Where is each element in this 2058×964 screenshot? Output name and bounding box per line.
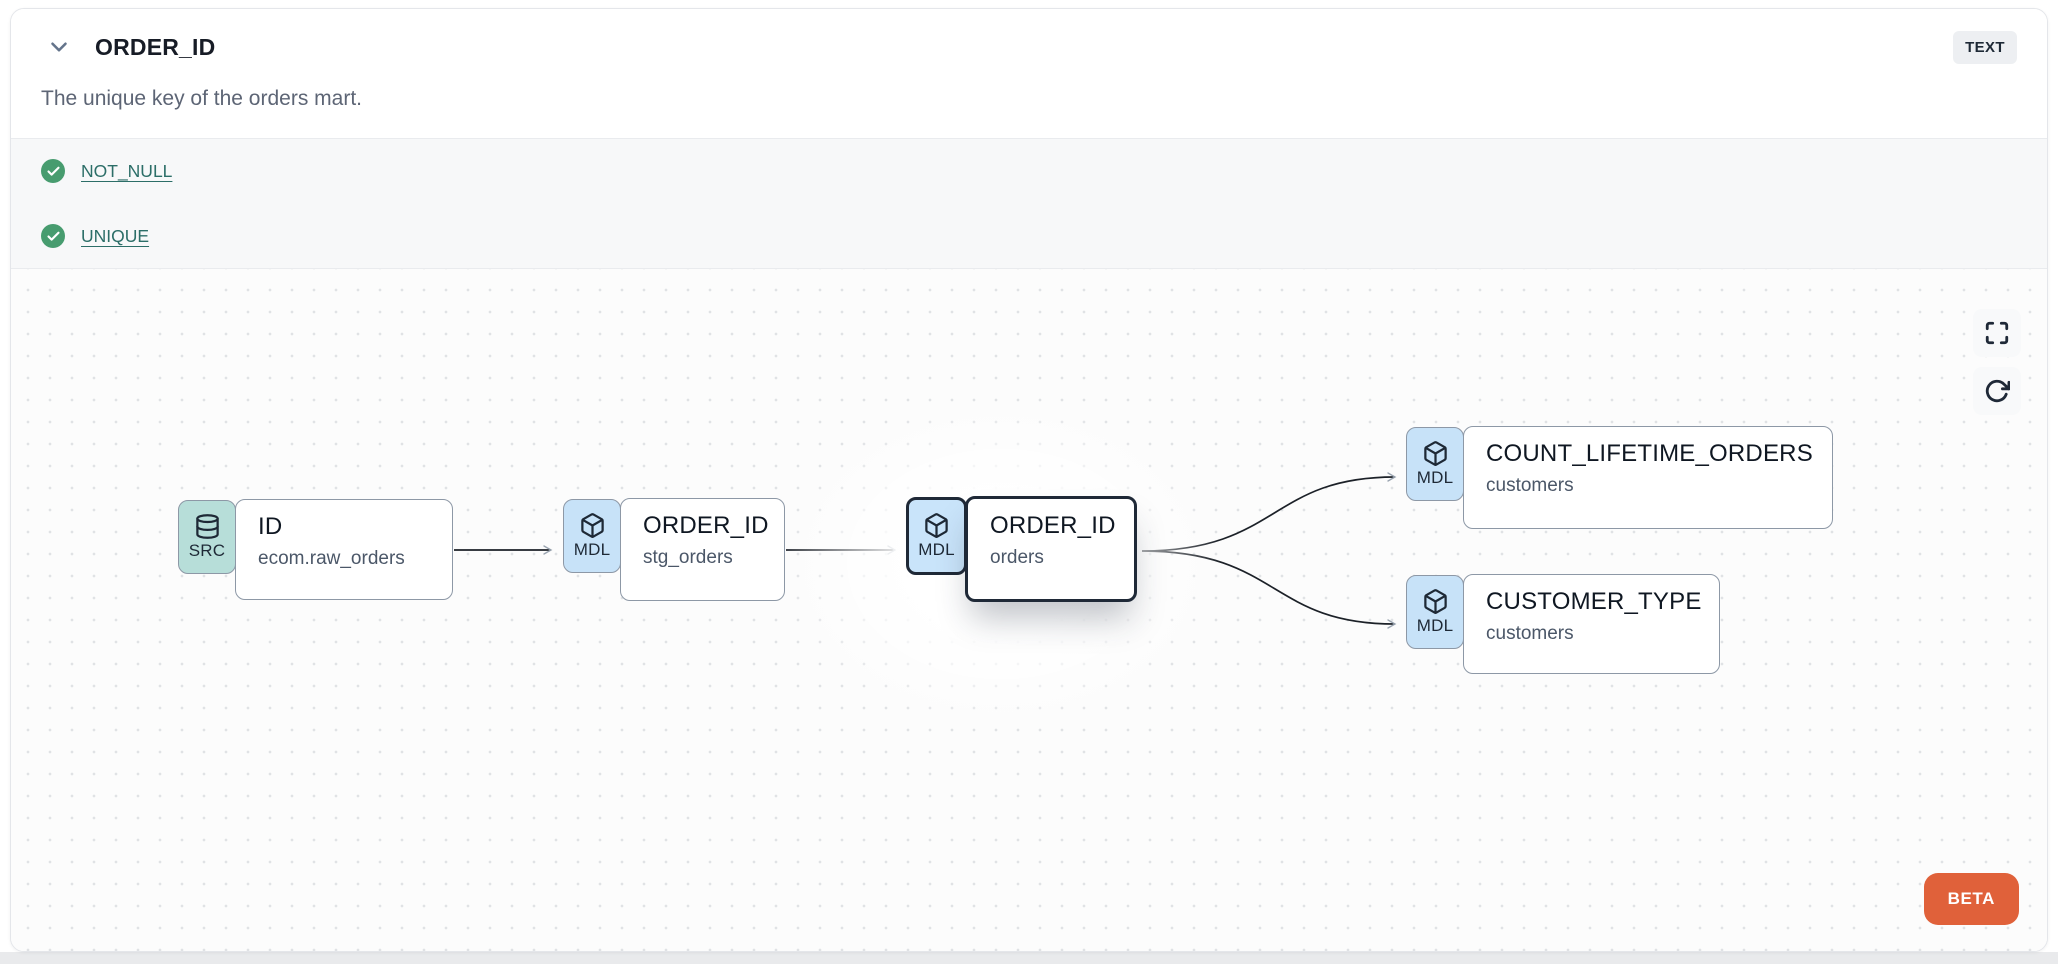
test-row: NOT_NULL: [41, 159, 2017, 183]
node-card: COUNT_LIFETIME_ORDERS customers: [1463, 426, 1833, 529]
collapse-button[interactable]: [41, 29, 77, 65]
node-title: CUSTOMER_TYPE: [1486, 588, 1702, 615]
database-icon: [194, 513, 221, 540]
node-kind-label: MDL: [1416, 468, 1454, 487]
node-card: CUSTOMER_TYPE customers: [1463, 574, 1720, 674]
mdl-kind-badge: MDL: [906, 497, 967, 575]
refresh-button[interactable]: [1973, 367, 2021, 415]
node-kind-label: MDL: [1416, 616, 1454, 635]
model-cube-icon: [1422, 588, 1449, 615]
model-cube-icon: [923, 512, 950, 539]
mdl-kind-badge: MDL: [1406, 575, 1464, 649]
canvas-controls: [1973, 309, 2021, 415]
node-card: ID ecom.raw_orders: [235, 499, 453, 600]
node-subtitle: customers: [1486, 475, 1574, 496]
page-title: ORDER_ID: [95, 33, 216, 60]
lineage-canvas[interactable]: SRC ID ecom.raw_orders MDL ORDER_ID stg_…: [11, 269, 2047, 951]
lineage-node-customer-type-customers[interactable]: MDL CUSTOMER_TYPE customers: [1406, 574, 1720, 674]
node-title: ORDER_ID: [990, 512, 1116, 539]
node-subtitle: stg_orders: [643, 547, 733, 568]
lineage-node-order-id-orders-selected[interactable]: MDL ORDER_ID orders: [906, 496, 1137, 602]
node-card: ORDER_ID stg_orders: [620, 498, 785, 601]
fullscreen-icon: [1984, 320, 2010, 346]
refresh-icon: [1984, 378, 2010, 404]
src-kind-badge: SRC: [178, 500, 236, 574]
mdl-kind-badge: MDL: [1406, 427, 1464, 501]
node-subtitle: orders: [990, 547, 1044, 568]
node-card: ORDER_ID orders: [965, 496, 1137, 602]
column-details-card: ORDER_ID TEXT The unique key of the orde…: [10, 8, 2048, 952]
model-cube-icon: [579, 512, 606, 539]
page-background-strip: [0, 952, 2058, 964]
tests-section: NOT_NULL UNIQUE: [11, 138, 2047, 269]
model-cube-icon: [1422, 440, 1449, 467]
test-link-not-null[interactable]: NOT_NULL: [81, 160, 173, 181]
mdl-kind-badge: MDL: [563, 499, 621, 573]
lineage-node-id-ecom-raw-orders[interactable]: SRC ID ecom.raw_orders: [178, 499, 453, 600]
node-kind-label: MDL: [918, 540, 955, 559]
lineage-node-count-lifetime-orders-customers[interactable]: MDL COUNT_LIFETIME_ORDERS customers: [1406, 426, 1833, 529]
fullscreen-button[interactable]: [1973, 309, 2021, 357]
node-kind-label: SRC: [188, 541, 226, 560]
check-circle-icon: [41, 159, 65, 183]
column-description: The unique key of the orders mart.: [41, 87, 362, 110]
chevron-down-icon: [46, 34, 72, 60]
column-type-badge: TEXT: [1953, 31, 2017, 64]
node-title: ORDER_ID: [643, 512, 769, 539]
test-row: UNIQUE: [41, 224, 2017, 248]
beta-badge: BETA: [1923, 873, 2019, 925]
node-title: ID: [258, 513, 283, 540]
column-header: ORDER_ID TEXT The unique key of the orde…: [11, 9, 2047, 138]
node-subtitle: customers: [1486, 623, 1574, 644]
node-kind-label: MDL: [573, 540, 611, 559]
node-title: COUNT_LIFETIME_ORDERS: [1486, 440, 1813, 467]
check-circle-icon: [41, 224, 65, 248]
lineage-node-order-id-stg-orders[interactable]: MDL ORDER_ID stg_orders: [563, 498, 785, 601]
node-subtitle: ecom.raw_orders: [258, 548, 405, 569]
test-link-unique[interactable]: UNIQUE: [81, 225, 150, 246]
